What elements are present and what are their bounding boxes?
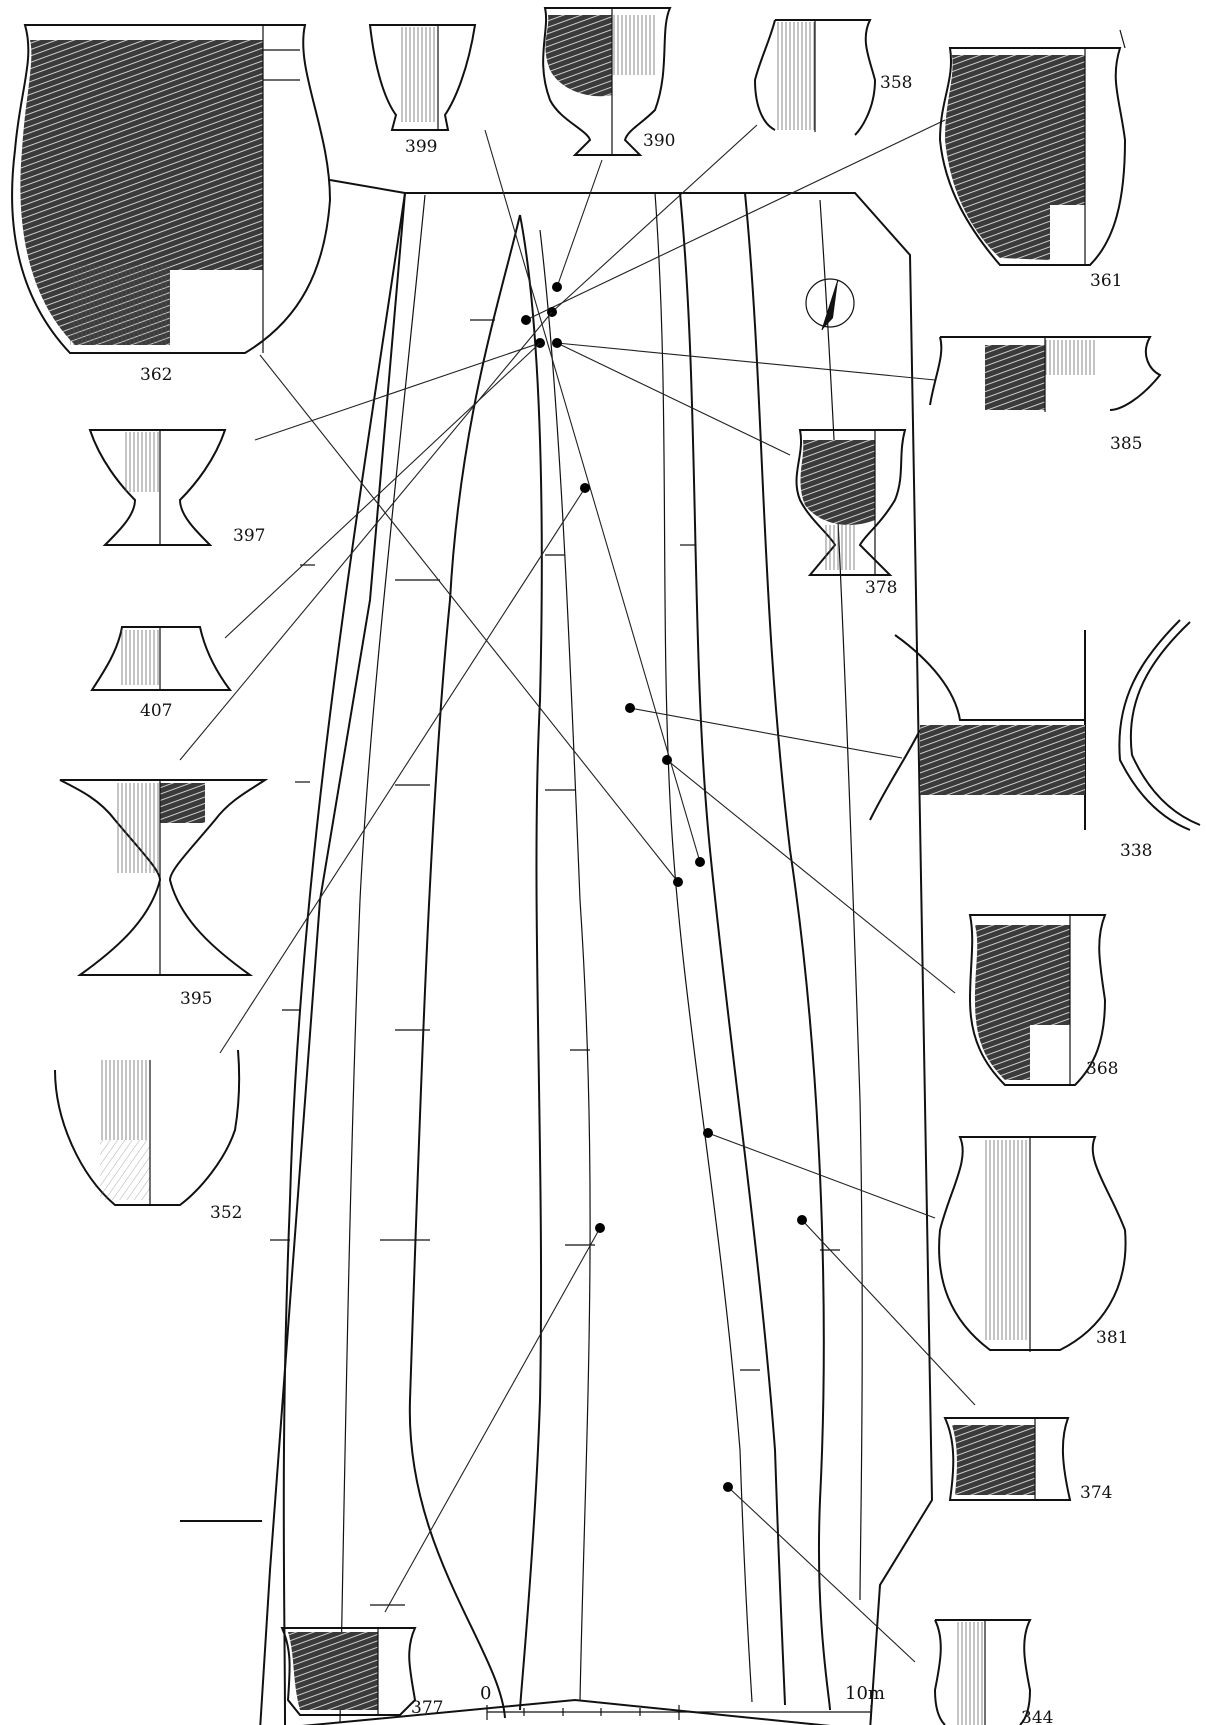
band-line-7 bbox=[679, 192, 786, 1706]
find-dot-344 bbox=[723, 1482, 733, 1492]
pottery-395 bbox=[59, 779, 269, 976]
label-362: 362 bbox=[140, 365, 172, 385]
pottery-378 bbox=[795, 429, 907, 576]
pottery-390 bbox=[542, 7, 672, 156]
label-399: 399 bbox=[405, 137, 437, 157]
find-dot-362 bbox=[673, 877, 683, 887]
band-line-4 bbox=[519, 214, 543, 1711]
find-dot-385 bbox=[552, 338, 562, 348]
label-338: 338 bbox=[1120, 841, 1152, 861]
find-dot-377 bbox=[595, 1223, 605, 1233]
label-361: 361 bbox=[1090, 271, 1122, 291]
scale-end-label: 10m bbox=[845, 1683, 885, 1704]
scale-bar: 0 10m bbox=[480, 1683, 885, 1720]
label-374: 374 bbox=[1080, 1483, 1112, 1503]
band-line-1 bbox=[282, 192, 406, 1725]
ground-line-top bbox=[329, 179, 406, 194]
find-dot-368 bbox=[662, 755, 672, 765]
find-dot-399 bbox=[695, 857, 705, 867]
pottery-385 bbox=[929, 336, 1162, 412]
pottery-377 bbox=[280, 1627, 417, 1716]
site-plan bbox=[180, 179, 934, 1725]
find-dot-390 bbox=[552, 282, 562, 292]
find-dot-361 bbox=[521, 315, 531, 325]
scale-start-label: 0 bbox=[480, 1683, 491, 1704]
label-397: 397 bbox=[233, 526, 265, 546]
pottery-338 bbox=[869, 619, 1201, 831]
find-dot-352 bbox=[580, 483, 590, 493]
pottery-397 bbox=[88, 429, 227, 546]
band-line-3 bbox=[408, 214, 521, 1719]
label-377: 377 bbox=[411, 1698, 443, 1718]
pottery-407 bbox=[90, 626, 232, 691]
label-390: 390 bbox=[643, 131, 675, 151]
pottery-374 bbox=[943, 1417, 1072, 1501]
band-line-9 bbox=[819, 199, 863, 1601]
label-407: 407 bbox=[140, 701, 172, 721]
pottery-368 bbox=[968, 914, 1107, 1086]
find-dot-338 bbox=[625, 703, 635, 713]
find-dot-374 bbox=[797, 1215, 807, 1225]
label-395: 395 bbox=[180, 989, 212, 1009]
label-352: 352 bbox=[210, 1203, 242, 1223]
band-line-8 bbox=[744, 192, 831, 1711]
label-358: 358 bbox=[880, 73, 912, 93]
band-line-6 bbox=[654, 192, 753, 1703]
band-line-5 bbox=[539, 229, 591, 1701]
pottery-362 bbox=[11, 24, 332, 354]
label-381: 381 bbox=[1096, 1328, 1128, 1348]
label-385: 385 bbox=[1110, 434, 1142, 454]
north-arrow-icon bbox=[805, 278, 855, 331]
tick-marks bbox=[270, 319, 840, 1606]
find-dot-381 bbox=[703, 1128, 713, 1138]
pottery-381 bbox=[938, 1136, 1127, 1352]
pottery-399 bbox=[368, 24, 477, 131]
label-344: 344 bbox=[1021, 1708, 1053, 1725]
pottery-352 bbox=[54, 1049, 241, 1206]
artifact-labels: 362 399 390 358 361 385 397 378 407 338 … bbox=[140, 73, 1152, 1725]
label-368: 368 bbox=[1086, 1059, 1118, 1079]
band-line-2 bbox=[339, 194, 426, 1723]
pottery-344 bbox=[933, 1619, 1032, 1725]
pit-outline bbox=[259, 192, 934, 1725]
pottery-361 bbox=[938, 29, 1127, 266]
label-378: 378 bbox=[865, 578, 897, 598]
find-markers bbox=[179, 119, 976, 1663]
pottery-358 bbox=[753, 19, 877, 136]
